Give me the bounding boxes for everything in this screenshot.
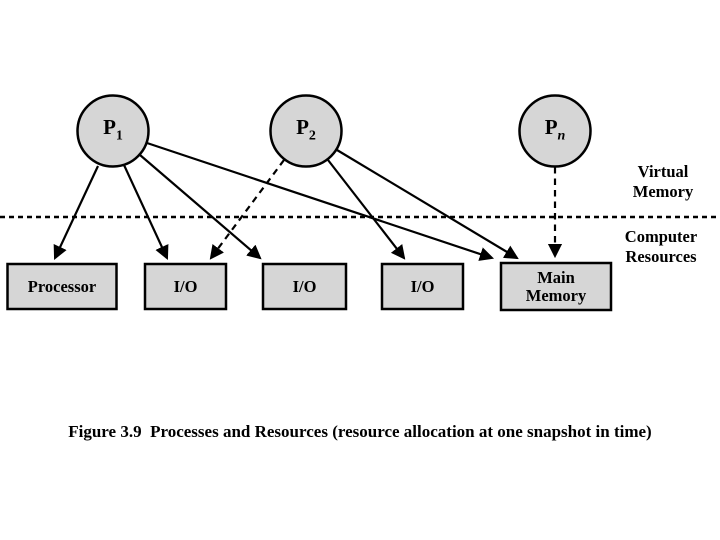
process-label-pn: Pn [544,115,566,144]
resource-box-main-memory [499,261,613,312]
resource-box-processor [6,262,118,311]
edge-p1-io2 [139,154,262,260]
edge-p1-main_memory [146,141,495,261]
process-label-p2: P2 [296,115,316,144]
edge-p1-processor [53,165,99,260]
edge-p2-main_memory [336,149,519,260]
process-node-p1 [76,94,150,168]
edge-p1-io1 [123,164,169,260]
resource-label-processor: Processor [27,276,97,296]
figure-caption: Figure 3.9 Processes and Resources (reso… [68,422,652,441]
resource-label-io2: I/O [292,276,317,296]
edge-layer [53,141,563,261]
process-node-p2 [269,94,343,168]
resource-label-io3: I/O [410,276,435,296]
resource-box-io1 [143,262,228,311]
process-label-p1: P1 [103,115,123,144]
resource-label-io1: I/O [173,276,198,296]
resource-box-io2 [261,262,348,311]
process-node-pn [518,94,592,168]
resource-box-io3 [380,262,465,311]
edge-p2-io1 [209,159,285,260]
edge-p2-io3 [327,159,406,260]
